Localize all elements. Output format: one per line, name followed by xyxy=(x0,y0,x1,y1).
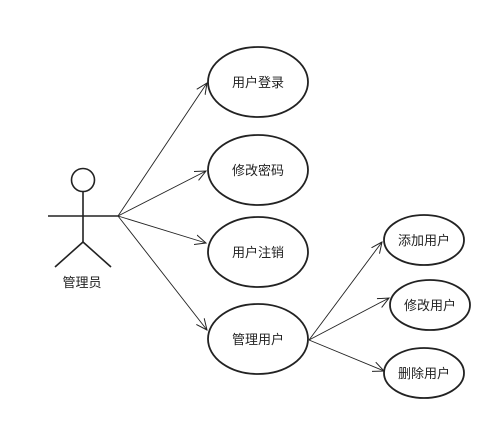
arrow-to-edit-user xyxy=(308,298,389,341)
use-case-add-user-label: 添加用户 xyxy=(398,233,450,249)
use-case-edit-user-label: 修改用户 xyxy=(404,298,456,314)
arrow-to-manage-users xyxy=(117,215,207,330)
arrow-to-delete-user xyxy=(308,339,384,371)
use-case-delete-user-label: 删除用户 xyxy=(398,366,450,382)
arrow-to-login xyxy=(117,83,207,217)
actor-associations xyxy=(117,83,207,330)
arrow-to-logout xyxy=(117,215,206,243)
use-case-manage-users xyxy=(207,303,309,375)
actor-label: 管理员 xyxy=(62,276,101,291)
use-case-manage-users-label: 管理用户 xyxy=(232,332,284,348)
use-case-change-password xyxy=(207,134,309,206)
use-case-login-label: 用户登录 xyxy=(232,75,284,91)
use-case-logout-label: 用户注销 xyxy=(232,245,284,261)
use-case-add-user xyxy=(383,214,465,266)
actor-admin xyxy=(48,167,118,268)
use-case-logout xyxy=(207,216,309,288)
use-case-change-password-label: 修改密码 xyxy=(232,163,284,179)
use-case-login xyxy=(207,46,309,118)
manage-users-associations xyxy=(308,242,389,371)
use-case-edit-user xyxy=(389,279,471,331)
actor-right-leg xyxy=(82,241,112,268)
use-case-delete-user xyxy=(383,347,465,399)
arrow-to-add-user xyxy=(308,242,382,341)
arrow-to-change-password xyxy=(117,171,206,217)
actor-head xyxy=(70,167,96,193)
actor-left-leg xyxy=(54,241,84,268)
